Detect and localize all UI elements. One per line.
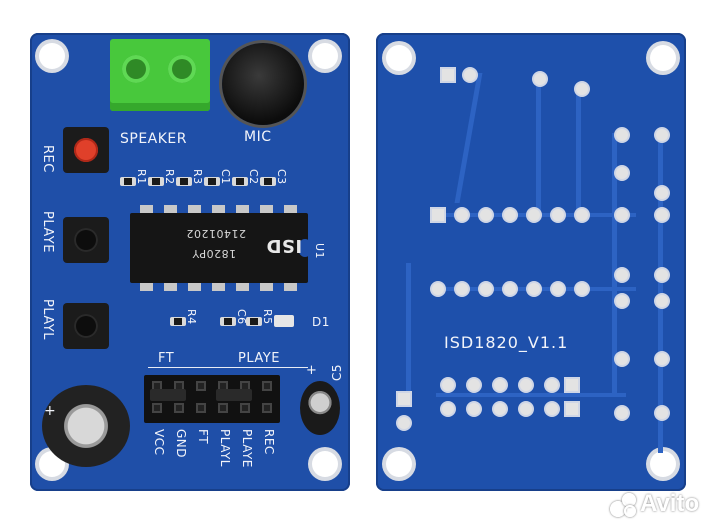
c1-label: C1 xyxy=(219,169,232,185)
d1-label: D1 xyxy=(312,315,330,329)
r3-label: R3 xyxy=(191,169,204,185)
c3-label: C3 xyxy=(275,169,288,185)
chip-brand: ISD xyxy=(266,235,303,256)
chip-code: 21401202 xyxy=(186,227,246,240)
resistor-r5 xyxy=(246,317,262,326)
capacitor-c2 xyxy=(232,177,248,186)
r1-label: R1 xyxy=(135,169,148,185)
c2-label: C2 xyxy=(247,169,260,185)
resistor-r1 xyxy=(120,177,136,186)
mic-label: MIC xyxy=(244,129,272,145)
capacitor-c6 xyxy=(220,317,236,326)
avito-watermark-text: Avito xyxy=(640,490,700,517)
resistor-r3 xyxy=(176,177,192,186)
mounting-hole xyxy=(312,451,338,477)
ft-header-label: FT xyxy=(158,351,175,366)
front-pcb-board: SPEAKER MIC REC PLAYE PLAYL R1 R2 R3 C1 … xyxy=(30,33,350,491)
pin-vcc-label: VCC xyxy=(152,429,166,456)
playl-button[interactable] xyxy=(63,303,109,349)
electrolytic-capacitor-c5 xyxy=(300,381,340,435)
cap-plus-left: + xyxy=(44,403,57,419)
pin-header xyxy=(144,375,280,423)
resistor-r2 xyxy=(148,177,164,186)
r4-label: R4 xyxy=(185,309,198,325)
c6-label: C6 xyxy=(235,309,248,325)
pin-playl-label: PLAYL xyxy=(218,429,232,467)
board-version-label: ISD1820_V1.1 xyxy=(444,333,569,352)
r5-label: R5 xyxy=(261,309,274,325)
electrolytic-capacitor-large xyxy=(42,385,130,467)
pin-ft-label: FT xyxy=(196,429,210,445)
mounting-hole xyxy=(39,43,65,69)
mounting-hole xyxy=(386,451,412,477)
mounting-hole xyxy=(386,45,412,71)
avito-watermark: Avito xyxy=(610,484,699,524)
pin-rec-label: REC xyxy=(262,429,276,455)
avito-logo-icon xyxy=(610,491,636,517)
playe-label: PLAYE xyxy=(40,211,55,253)
rec-button[interactable] xyxy=(63,127,109,173)
c5-label: C5 xyxy=(330,363,344,381)
resistor-r4 xyxy=(170,317,186,326)
capacitor-c1 xyxy=(204,177,220,186)
u1-label: U1 xyxy=(313,243,326,260)
playe-button[interactable] xyxy=(63,217,109,263)
speaker-terminal-block xyxy=(110,39,210,111)
pin-gnd-label: GND xyxy=(174,429,188,459)
speaker-label: SPEAKER xyxy=(120,131,188,147)
rec-label: REC xyxy=(40,145,55,173)
playl-label: PLAYL xyxy=(40,299,55,340)
mounting-hole xyxy=(650,45,676,71)
led-d1 xyxy=(274,315,294,327)
capacitor-c3 xyxy=(260,177,276,186)
back-pcb-board: ISD1820_V1.1 xyxy=(376,33,686,491)
pin-playe-label: PLAYE xyxy=(240,429,254,468)
chip-model: 1820PY xyxy=(192,247,237,260)
c5-plus: + xyxy=(306,363,318,378)
microphone xyxy=(222,43,304,125)
playe-header-label: PLAYE xyxy=(238,351,280,366)
isd1820-chip: ISD 1820PY 21401202 xyxy=(130,213,312,283)
mounting-hole xyxy=(312,43,338,69)
mounting-hole xyxy=(650,451,676,477)
r2-label: R2 xyxy=(163,169,176,185)
